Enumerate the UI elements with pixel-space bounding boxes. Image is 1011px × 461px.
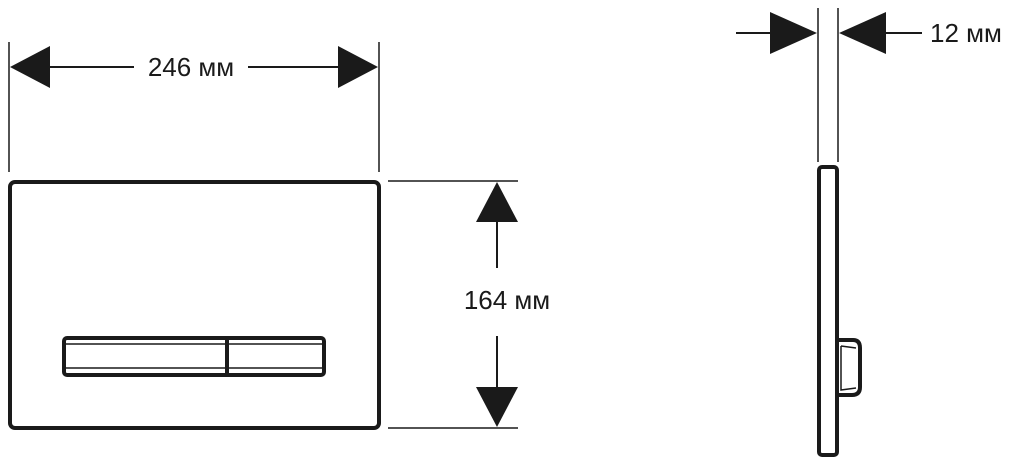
- flush-button: [62, 336, 326, 377]
- arrow-up-icon: [476, 182, 518, 222]
- depth-dimension: 12 мм: [736, 8, 1002, 162]
- arrow-right-icon: [770, 12, 817, 54]
- arrow-down-icon: [476, 387, 518, 427]
- width-label: 246 мм: [148, 52, 234, 82]
- arrow-left-icon: [10, 46, 50, 88]
- height-dimension: 164 мм: [388, 180, 550, 429]
- front-plate-outline: [8, 180, 381, 430]
- side-button-profile: [837, 338, 862, 397]
- side-view: [817, 165, 862, 457]
- side-plate-outline: [817, 165, 839, 457]
- arrow-left-icon: [839, 12, 886, 54]
- arrow-right-icon: [338, 46, 378, 88]
- height-label: 164 мм: [464, 285, 550, 315]
- front-view: [8, 180, 381, 430]
- depth-label: 12 мм: [930, 18, 1002, 48]
- width-dimension: 246 мм: [8, 42, 380, 172]
